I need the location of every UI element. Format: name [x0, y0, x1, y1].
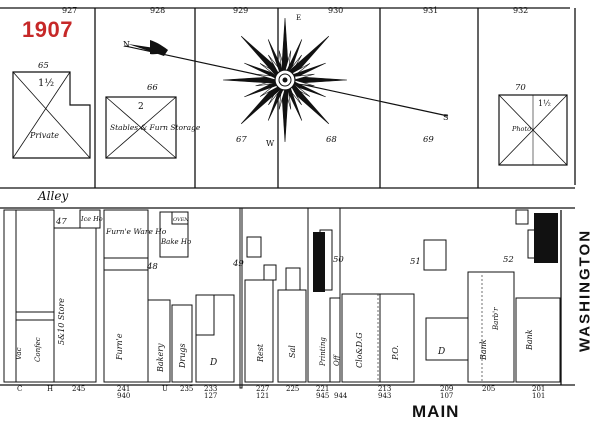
lot-number: 50 [333, 255, 344, 265]
dotted-wall [377, 275, 483, 382]
label-printing: Printing [319, 337, 327, 367]
lot-number: 68 [326, 135, 337, 145]
lot-number: 51 [410, 257, 421, 267]
label-rest: Rest [256, 343, 265, 363]
label-vac: Vac [15, 347, 23, 360]
address-number: 241 [117, 385, 130, 393]
address-number: 928 [150, 6, 165, 15]
compass-south-letter: S [443, 113, 448, 122]
stories-label: 1½ [538, 99, 551, 108]
address-number: 127 [204, 392, 217, 400]
label-d1: D [209, 358, 217, 368]
address-number: 945 [316, 392, 329, 400]
address-number: 929 [233, 6, 248, 15]
building-label: Photo [511, 125, 531, 133]
compass-north-letter: N [123, 40, 130, 49]
lot-number: 49 [232, 259, 244, 269]
label-drugs: Drugs [178, 343, 187, 369]
address-number: 927 [62, 6, 77, 15]
label-store: 5&10 Store [57, 298, 66, 345]
address-number: H [47, 385, 53, 393]
lot-number: 48 [146, 262, 158, 272]
address-number: 107 [440, 392, 453, 400]
label-off: Off [333, 354, 341, 366]
address-number: 101 [532, 392, 545, 400]
label-d2: D [437, 347, 445, 357]
address-number: 209 [440, 385, 453, 393]
label-barber: Barb'r [492, 307, 500, 331]
address-number: 944 [334, 392, 348, 400]
label-bake-ho: Bake Ho [160, 238, 191, 246]
lot-number: 65 [38, 61, 49, 71]
label-sal: Sal [288, 345, 297, 358]
address-number: 201 [532, 385, 545, 393]
address-number: 227 [256, 385, 269, 393]
address-number: 213 [378, 385, 391, 393]
lot-numbers-top: 65 66 67 68 69 70 [38, 61, 526, 145]
compass-west-letter: W [266, 139, 275, 148]
building-label: Stables & Furn Storage [110, 123, 201, 132]
compass-east-letter: E [296, 14, 301, 22]
stories-label: 1½ [38, 78, 54, 89]
address-number: 930 [328, 6, 343, 15]
top-address-numbers: 927 928 929 930 931 932 [62, 6, 528, 15]
lot-number: 67 [236, 135, 247, 145]
printing-press-block [313, 232, 325, 292]
alley-label: Alley [38, 189, 69, 203]
label-furniture: Furn'e [115, 333, 124, 361]
lower-block-outlines [3, 207, 561, 389]
building-label: Private [29, 131, 59, 140]
compass-rose: N E S W [123, 14, 448, 148]
lot-number: 66 [147, 83, 158, 93]
address-number: 235 [180, 385, 193, 393]
street-label-washington: WASHINGTON [576, 228, 594, 353]
address-number: 932 [513, 6, 528, 15]
lot-numbers-lower: 47 48 49 50 51 52 [55, 217, 514, 272]
block-outlines [0, 7, 576, 386]
address-number: 233 [204, 385, 217, 393]
address-number: 931 [423, 6, 438, 15]
vault-block [534, 213, 558, 263]
map-year: 1907 [22, 17, 73, 42]
address-number: C [17, 385, 22, 393]
label-bank: Bank [479, 339, 488, 361]
label-confec: Confec [34, 337, 42, 362]
stories-label: 2 [138, 102, 144, 112]
address-number: 205 [482, 385, 495, 393]
label-po: P.O. [391, 345, 400, 361]
label-bakery: Bakery [156, 343, 165, 373]
label-oven: OVEN [173, 217, 189, 223]
street-label-main: MAIN [412, 402, 460, 421]
building-photo: 1½ Photo [498, 94, 568, 166]
address-number: 245 [72, 385, 85, 393]
lot-number: 47 [55, 217, 67, 227]
lot-number: 69 [423, 135, 434, 145]
building-stables: 2 Stables & Furn Storage [105, 96, 201, 159]
label-bank2: Bank [525, 329, 534, 351]
label-furn-ware: Furn'e Ware Ho [105, 227, 167, 236]
address-number: U [162, 385, 168, 393]
label-ice-ho: Ice Ho [80, 215, 103, 223]
address-number: 221 [316, 385, 329, 393]
address-number: 225 [286, 385, 299, 393]
address-number: 940 [117, 392, 130, 400]
building-labels: Ice Ho Furn'e Ware Ho Bake Ho OVEN 5&10 … [15, 215, 534, 373]
bottom-address-numbers: C H 245 241 940 U 235 233 127 227 121 22… [17, 385, 545, 400]
label-clo-dg: Clo&D.G [355, 332, 364, 368]
address-number: 943 [378, 392, 391, 400]
address-number: 121 [256, 392, 269, 400]
lot-number: 52 [503, 255, 514, 265]
lot-number: 70 [515, 83, 526, 93]
building-private: 1½ Private [12, 71, 91, 159]
